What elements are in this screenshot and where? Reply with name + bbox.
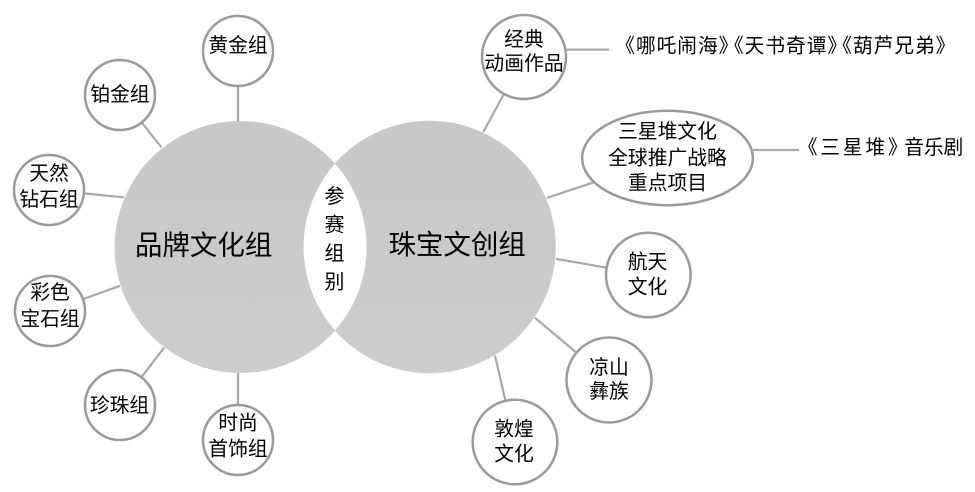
svg-text:首饰组: 首饰组 xyxy=(208,439,267,461)
svg-text:黄金组: 黄金组 xyxy=(208,35,267,57)
svg-text:别: 别 xyxy=(325,270,345,293)
svg-text:文化: 文化 xyxy=(494,444,534,466)
svg-text:《天书奇谭》: 《天书奇谭》 xyxy=(724,35,847,57)
svg-text:音乐剧: 音乐剧 xyxy=(904,137,963,159)
svg-text:敦煌: 敦煌 xyxy=(494,419,534,441)
svg-text:文化: 文化 xyxy=(628,277,668,299)
svg-text:铂金组: 铂金组 xyxy=(90,84,149,106)
svg-text:珠宝文创组: 珠宝文创组 xyxy=(388,229,526,260)
svg-text:凉山: 凉山 xyxy=(589,357,629,379)
svg-text:彝族: 彝族 xyxy=(589,381,629,403)
svg-text:组: 组 xyxy=(325,242,345,265)
svg-text:宝石组: 宝石组 xyxy=(20,308,79,330)
svg-text:珍珠组: 珍珠组 xyxy=(90,395,149,417)
svg-text:《葫芦兄弟》: 《葫芦兄弟》 xyxy=(832,35,955,57)
svg-text:品牌文化组: 品牌文化组 xyxy=(135,229,273,260)
svg-text:航天: 航天 xyxy=(628,252,668,274)
svg-text:赛: 赛 xyxy=(325,213,345,236)
svg-text:动画作品: 动画作品 xyxy=(484,53,563,75)
svg-text:天然: 天然 xyxy=(29,163,69,185)
svg-text:三星堆文化: 三星堆文化 xyxy=(618,121,717,143)
svg-text:参: 参 xyxy=(325,185,345,208)
svg-text:彩色: 彩色 xyxy=(30,282,70,304)
svg-text:全球推广战略: 全球推广战略 xyxy=(608,148,727,170)
svg-text:重点项目: 重点项目 xyxy=(628,172,707,194)
svg-text:《三星堆》: 《三星堆》 xyxy=(798,137,908,159)
svg-text:时尚: 时尚 xyxy=(218,413,258,435)
svg-text:钻石组: 钻石组 xyxy=(19,189,78,211)
svg-text:经典: 经典 xyxy=(504,29,544,51)
svg-text:《哪吒闹海》: 《哪吒闹海》 xyxy=(615,35,738,57)
